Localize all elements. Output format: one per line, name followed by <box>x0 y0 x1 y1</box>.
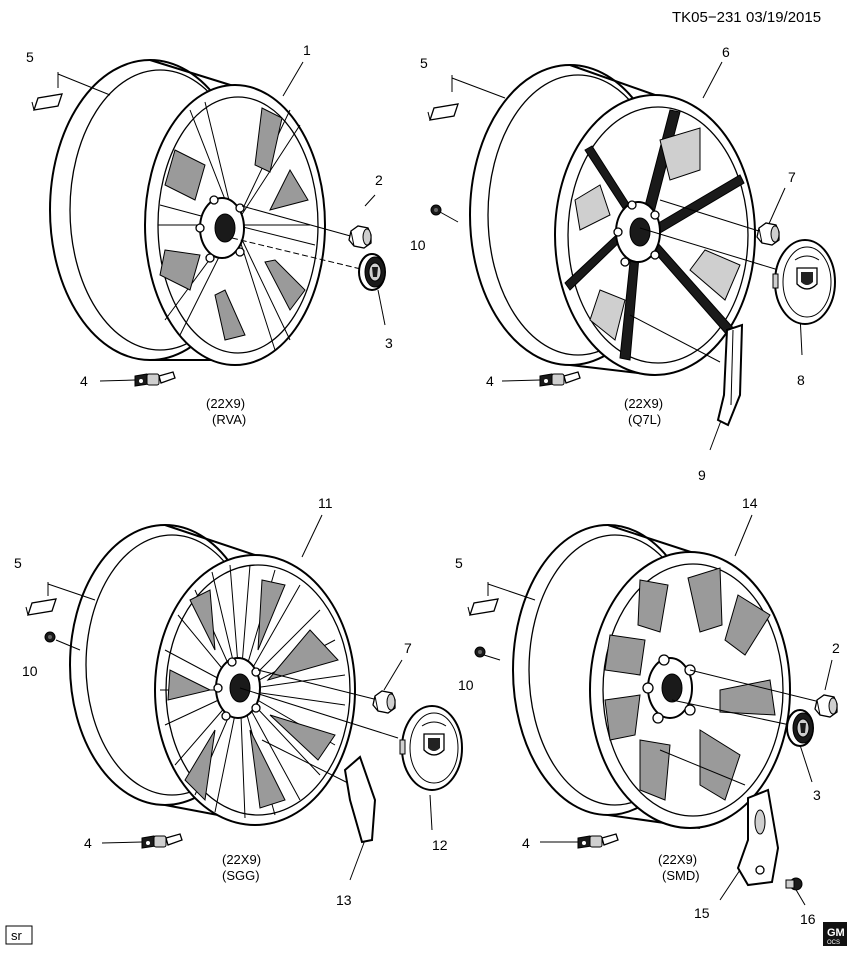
callout-6: 6 <box>722 44 730 60</box>
callout-5d: 5 <box>455 555 463 571</box>
callout-7b: 7 <box>404 640 412 656</box>
callout-5b: 5 <box>420 55 428 71</box>
callout-15: 15 <box>694 905 710 921</box>
callout-2: 2 <box>375 172 383 188</box>
callout-14: 14 <box>742 495 758 511</box>
callout-1: 1 <box>303 42 311 58</box>
callout-13: 13 <box>336 892 352 908</box>
gm-logo-top: GM <box>827 927 845 939</box>
callout-3: 3 <box>385 335 393 351</box>
wheel-assembly-rva <box>31 59 386 387</box>
callout-5: 5 <box>26 49 34 65</box>
rpo-code-q7l: (Q7L) <box>628 412 661 427</box>
callout-5c: 5 <box>14 555 22 571</box>
callout-4c: 4 <box>84 835 92 851</box>
wheel-size-smd: (22X9) <box>658 852 697 867</box>
callout-7: 7 <box>788 169 796 185</box>
document-id: TK05−231 <box>672 9 742 26</box>
lug-nut-icon <box>348 225 372 249</box>
callout-8: 8 <box>797 372 805 388</box>
balance-weight-icon <box>31 93 63 111</box>
callout-12: 12 <box>432 837 448 853</box>
gm-logo-bottom: OCS <box>827 940 840 946</box>
wheel-size-rva: (22X9) <box>206 396 245 411</box>
wheel-size-sgg: (22X9) <box>222 852 261 867</box>
callout-16: 16 <box>800 911 816 927</box>
callout-10: 10 <box>410 237 426 253</box>
valve-stem-icon <box>430 204 442 216</box>
callout-11: 11 <box>318 495 333 511</box>
callout-2b: 2 <box>832 640 840 656</box>
wheel-size-q7l: (22X9) <box>624 396 663 411</box>
callout-4: 4 <box>80 373 88 389</box>
callout-4d: 4 <box>522 835 530 851</box>
callout-3b: 3 <box>813 787 821 803</box>
callout-10c: 10 <box>458 677 474 693</box>
callout-10b: 10 <box>22 663 38 679</box>
rpo-code-smd: (SMD) <box>662 868 700 883</box>
center-cap-icon <box>358 253 386 291</box>
gm-logo: GM OCS <box>823 922 847 946</box>
wheel-assembly-sgg <box>25 514 463 881</box>
sr-tag-label: sr <box>11 928 23 943</box>
wheel-assembly-q7l <box>427 61 836 451</box>
rpo-code-sgg: (SGG) <box>222 868 260 883</box>
sr-tag <box>5 925 33 945</box>
tpms-sensor-icon <box>134 371 176 387</box>
wheel-assembly-smd <box>467 514 838 906</box>
callout-4b: 4 <box>486 373 494 389</box>
rpo-code-rva: (RVA) <box>212 412 246 427</box>
callout-9: 9 <box>698 467 706 483</box>
document-date: 03/19/2015 <box>746 9 821 26</box>
